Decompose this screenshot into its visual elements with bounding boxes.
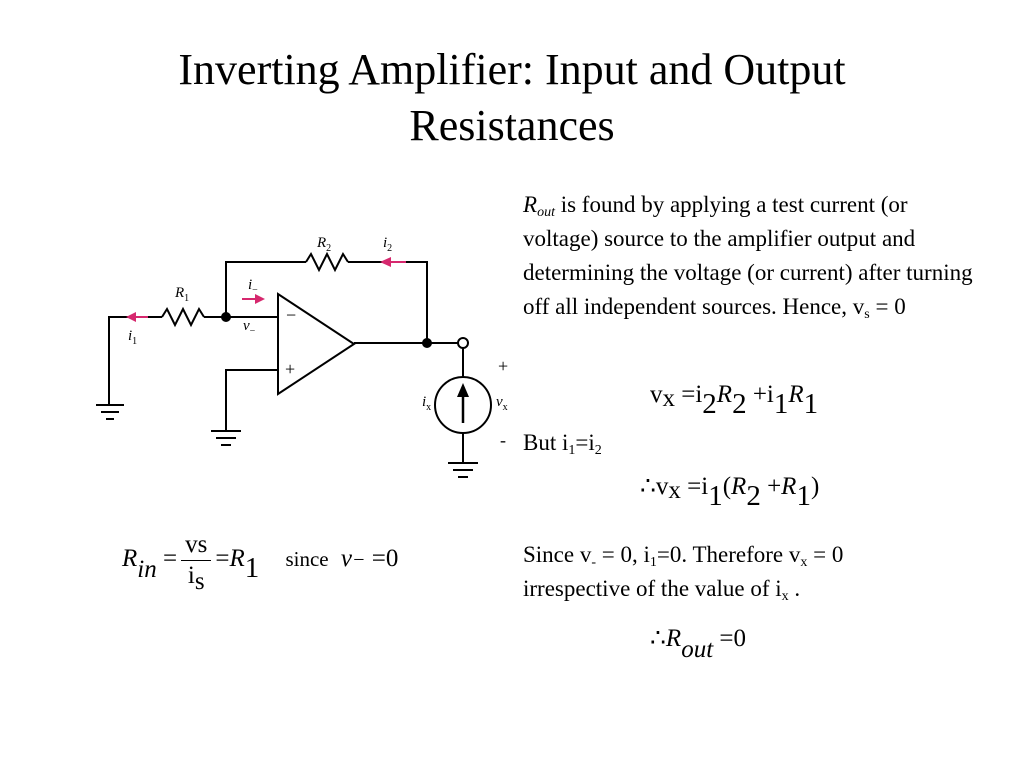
eq2-R2: R — [731, 473, 747, 500]
rin-equals-1: = — [156, 545, 178, 573]
rin-equals-2: = — [215, 545, 230, 573]
slide-title: Inverting Amplifier: Input and Output Re… — [0, 42, 1024, 154]
vx-label: vx — [496, 394, 508, 413]
rout-equals: =0 — [713, 625, 746, 652]
rout-var-sub: out — [537, 205, 555, 220]
rin-v: v — [340, 545, 352, 573]
equation-vx: vx =i2R2 +i1R1 — [650, 378, 818, 419]
eq2-x: x — [668, 477, 681, 504]
since-d: = 0 — [807, 542, 844, 567]
r1-resistor — [161, 306, 205, 328]
opamp-plus-terminal: + — [285, 359, 295, 379]
eq1-plus: +i — [746, 381, 774, 408]
eq1-R2: R — [716, 381, 733, 408]
rin-since: since — [285, 547, 329, 572]
source-arrow-head — [457, 383, 469, 397]
rout-R: R — [665, 625, 682, 652]
since-sub-minus: - — [591, 555, 597, 570]
ground-middle — [211, 430, 241, 446]
output-plus-label: + — [498, 356, 508, 376]
i2-label: i2 — [383, 235, 392, 254]
eq2-sub-1: 1 — [708, 480, 723, 512]
ground-right — [448, 462, 478, 478]
feedback-wire-right — [348, 261, 428, 343]
rin-den-i: i — [187, 562, 195, 589]
ix-label: ix — [422, 394, 431, 413]
since-b: = 0, i — [596, 542, 650, 567]
but-b: =i — [575, 430, 595, 455]
eq2-plus: + — [760, 473, 782, 500]
since-c: =0. Therefore v — [656, 542, 801, 567]
i1-label: i1 — [128, 328, 137, 347]
rin-equals-3: =0 — [365, 545, 399, 573]
rin-R: R — [122, 545, 138, 573]
i2-arrow-head — [380, 257, 391, 267]
output-minus-label: - — [500, 430, 506, 450]
eq1-sub-1b: 1 — [803, 388, 819, 420]
irr-sub-x: x — [781, 589, 789, 604]
r2-label: R2 — [316, 235, 331, 254]
rin-sub: in — [137, 556, 157, 584]
eq1-x: x — [662, 385, 676, 412]
but-a: But i — [523, 430, 569, 455]
feedback-wire-left — [225, 261, 306, 317]
since-sub-1: 1 — [649, 555, 657, 570]
but-line: But i1=i2 — [523, 426, 983, 460]
eq1-equals: =i — [675, 381, 703, 408]
rout-explanation: Rout is found by applying a test current… — [523, 188, 983, 324]
but-sub-2: 2 — [594, 443, 602, 458]
title-line-2: Resistances — [409, 101, 615, 150]
since-sub-x: x — [800, 555, 808, 570]
eq2-sub-2: 2 — [746, 480, 761, 512]
title-line-1: Inverting Amplifier: Input and Output — [178, 45, 846, 94]
but-sub-1: 1 — [568, 443, 576, 458]
eq1-v: v — [650, 381, 663, 408]
since-paragraph: Since v- = 0, i1=0. Therefore vx = 0 irr… — [523, 538, 983, 606]
noninverting-input-wire — [225, 369, 278, 430]
rin-v-sub: − — [351, 549, 366, 572]
junction-node-input — [221, 312, 231, 322]
rin-num-sub: s — [197, 531, 208, 558]
r2-resistor — [305, 251, 349, 273]
irr-b: . — [788, 576, 801, 601]
equation-rout: ∴Rout =0 — [650, 624, 746, 663]
eq2-therefore: ∴v — [640, 473, 669, 500]
rin-num-v: v — [185, 531, 198, 558]
output-terminal — [457, 337, 469, 349]
rin-den-sub: s — [194, 568, 205, 595]
eq2-sub-1b: 1 — [796, 480, 811, 512]
iminus-arrow-head — [255, 294, 265, 304]
eq1-sub-2b: 2 — [732, 388, 747, 420]
rin-R1: R — [229, 545, 245, 573]
equation-vx-therefore: ∴vx =i1(R2 +R1) — [640, 470, 820, 511]
ground-left — [96, 404, 124, 420]
vminus-label: v− — [243, 318, 256, 337]
rin-R1-sub: 1 — [244, 552, 260, 585]
eq2-close-paren: ) — [810, 473, 820, 500]
rout-var: R — [523, 192, 538, 217]
eq2-R1: R — [781, 473, 797, 500]
since-a: Since v — [523, 542, 592, 567]
rout-therefore: ∴ — [650, 625, 666, 652]
rout-sub: out — [681, 636, 714, 663]
iminus-label: i− — [248, 277, 258, 296]
eq2-open-paren: ( — [722, 473, 732, 500]
opamp-minus-terminal: − — [286, 305, 296, 325]
eq1-sub-1a: 1 — [773, 388, 789, 420]
eq1-R1: R — [788, 381, 804, 408]
rout-body: is found by applying a test current (or … — [523, 192, 973, 319]
junction-node-output — [422, 338, 432, 348]
rout-end: = 0 — [869, 294, 906, 319]
opamp-triangle — [277, 292, 356, 396]
inverting-amplifier-circuit: R2 i2 R1 i− v− i1 ix vx − + + - — [96, 235, 508, 478]
vs-sub: s — [864, 307, 870, 322]
eq1-sub-2a: 2 — [702, 388, 717, 420]
left-wire — [108, 316, 162, 404]
r1-label: R1 — [174, 285, 189, 304]
i1-arrow-head — [126, 312, 136, 322]
irr-a: irrespective of the value of i — [523, 576, 782, 601]
eq2-equals: =i — [680, 473, 709, 500]
